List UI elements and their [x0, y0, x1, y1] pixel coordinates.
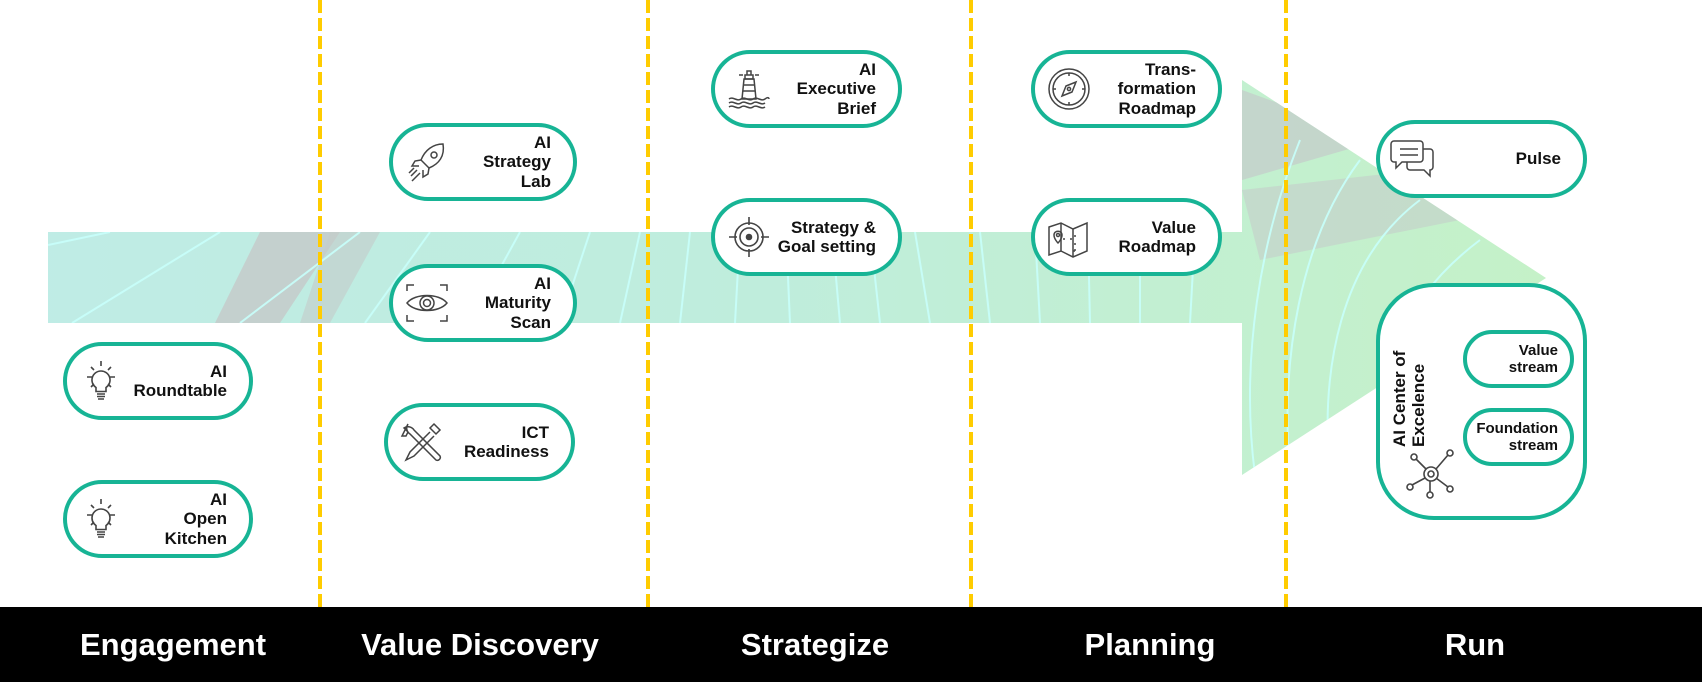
stage-engagement: Engagement — [79, 627, 267, 662]
coe-title: AI Center of Excelence — [1390, 350, 1428, 447]
offering-label: Trans- formation Roadmap — [1117, 59, 1196, 118]
offering-ict-readiness[interactable]: ICT Readiness — [384, 403, 575, 481]
offering-label: Value Roadmap — [1118, 217, 1196, 257]
offering-ai-maturity-scan[interactable]: AI Maturity Scan — [389, 264, 577, 342]
offering-label: AI Roundtable — [133, 361, 228, 401]
lightbulb-icon — [77, 495, 125, 543]
eye-scan-icon — [403, 279, 451, 327]
stage-divider — [318, 0, 322, 607]
offering-label: AI Maturity Scan — [484, 273, 551, 332]
offering-label: ICT Readiness — [463, 422, 549, 462]
tools-icon — [398, 418, 446, 466]
ai-center-of-excellence[interactable]: AI Center of Excelence Value stream Foun… — [1376, 283, 1587, 520]
offering-ai-executive-brief[interactable]: AI Executive Brief — [711, 50, 902, 128]
stage-divider — [646, 0, 650, 607]
offering-value-roadmap[interactable]: Value Roadmap — [1031, 198, 1222, 276]
offering-strategy-goal-setting[interactable]: Strategy & Goal setting — [711, 198, 902, 276]
lighthouse-icon — [725, 65, 773, 113]
stage-value-discovery: Value Discovery — [361, 627, 599, 662]
rocket-icon — [403, 138, 451, 186]
map-icon — [1045, 213, 1093, 261]
stream-label: Value stream — [1508, 342, 1558, 376]
stage-band — [0, 607, 1702, 682]
offering-ai-open-kitchen[interactable]: AI Open Kitchen — [63, 480, 253, 558]
stage-divider — [1284, 0, 1288, 607]
stage-planning: Planning — [1084, 627, 1216, 662]
stage-divider — [969, 0, 973, 607]
offering-label: Pulse — [1515, 149, 1561, 169]
stage-run: Run — [1444, 627, 1506, 662]
stage-strategize: Strategize — [740, 627, 890, 662]
network-hub-icon — [1404, 447, 1458, 501]
offering-pulse[interactable]: Pulse — [1376, 120, 1587, 198]
offering-label: AI Strategy Lab — [482, 132, 551, 191]
lightbulb-icon — [77, 357, 125, 405]
compass-icon — [1045, 65, 1093, 113]
offering-ai-roundtable[interactable]: AI Roundtable — [63, 342, 253, 420]
offering-label: AI Executive Brief — [796, 59, 876, 118]
offering-transformation-roadmap[interactable]: Trans- formation Roadmap — [1031, 50, 1222, 128]
coe-foundation-stream[interactable]: Foundation stream — [1463, 408, 1574, 466]
offering-label: Strategy & Goal setting — [777, 217, 876, 257]
offering-label: AI Open Kitchen — [164, 489, 227, 548]
stream-label: Foundation stream — [1476, 420, 1558, 454]
chat-bubbles-icon — [1390, 135, 1438, 183]
coe-value-stream[interactable]: Value stream — [1463, 330, 1574, 388]
target-icon — [725, 213, 773, 261]
offering-ai-strategy-lab[interactable]: AI Strategy Lab — [389, 123, 577, 201]
